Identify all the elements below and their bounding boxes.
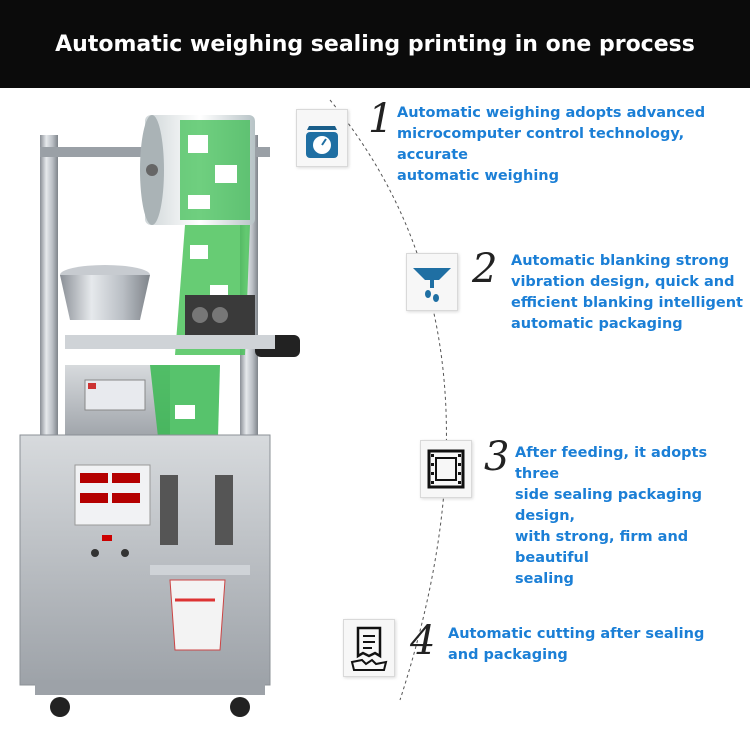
weighing-scale-icon: [296, 109, 348, 167]
feature-3-text: After feeding, it adopts three side seal…: [515, 445, 708, 587]
hopper-blanking-icon: [406, 253, 458, 311]
step-number-4: 4: [410, 618, 436, 664]
film-seal-icon: [420, 440, 472, 498]
step-number-3: 3: [484, 434, 510, 480]
step-number-1: 1: [368, 96, 394, 142]
feature-2-text: Automatic blanking strong vibration desi…: [511, 253, 743, 332]
step-number-2: 2: [472, 246, 498, 292]
packaging-machine-image: [19, 115, 300, 717]
feature-4-text: Automatic cutting after sealing and pack…: [448, 626, 705, 663]
receipt-cut-icon: [343, 619, 395, 677]
title-banner: Automatic weighing sealing printing in o…: [0, 0, 750, 88]
banner-title: Automatic weighing sealing printing in o…: [55, 31, 695, 57]
feature-1-text: Automatic weighing adopts advanced micro…: [397, 105, 706, 184]
